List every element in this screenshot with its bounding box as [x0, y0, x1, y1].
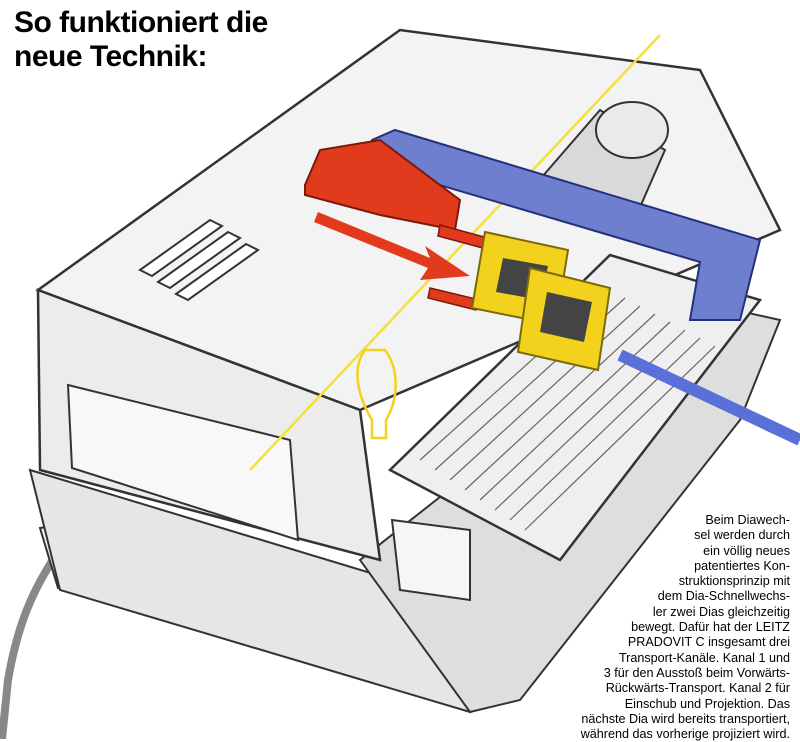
vent-stripe	[156, 230, 242, 290]
caption-line: ler zwei Dias gleichzeitig	[652, 604, 790, 619]
caption-line: während das vorherige projiziert wird.	[580, 727, 790, 742]
magazine-clip	[390, 518, 471, 602]
caption-line: ein völlig neues	[703, 543, 790, 558]
caption-line: bewegt. Dafür hat der LEITZ	[631, 620, 790, 635]
caption-line: nächste Dia wird bereits transportiert,	[581, 711, 790, 726]
slide-window-2	[540, 292, 592, 342]
caption-line: patentiertes Kon-	[694, 558, 790, 573]
blue-transport-arrow	[617, 349, 800, 446]
vent-stripe	[174, 242, 260, 302]
caption-line: 3 für den Ausstoß beim Vorwärts-	[603, 665, 790, 680]
caption-line: PRADOVIT C insgesamt drei	[627, 635, 790, 650]
red-transport-arrow	[314, 212, 470, 280]
red-slide-guide	[427, 287, 482, 311]
red-slide-pusher	[304, 138, 462, 232]
caption-line: Transport-Kanäle. Kanal 1 und	[618, 650, 790, 665]
caption-line: Beim Diawech-	[705, 513, 790, 527]
caption-line: Einschub und Projektion. Das	[624, 696, 790, 711]
caption-line: struktionsprinzip mit	[678, 574, 790, 589]
title-line: neue Technik:	[14, 40, 207, 73]
lens-front	[595, 101, 669, 159]
description-text: Beim Diawech- sel werden durch ein völli…	[500, 513, 790, 742]
front-window	[66, 383, 300, 542]
caption-line: sel werden durch	[694, 528, 790, 543]
page-title: So funktioniert die neue Technik:	[14, 6, 268, 74]
light-beam	[249, 34, 661, 471]
lamp-outline	[356, 348, 397, 440]
vent-stripe	[138, 218, 224, 278]
caption-line: dem Dia-Schnellwechs-	[657, 589, 790, 604]
title-line: So funktioniert die	[14, 6, 268, 39]
caption-line: Rückwärts-Transport. Kanal 2 für	[605, 681, 790, 696]
